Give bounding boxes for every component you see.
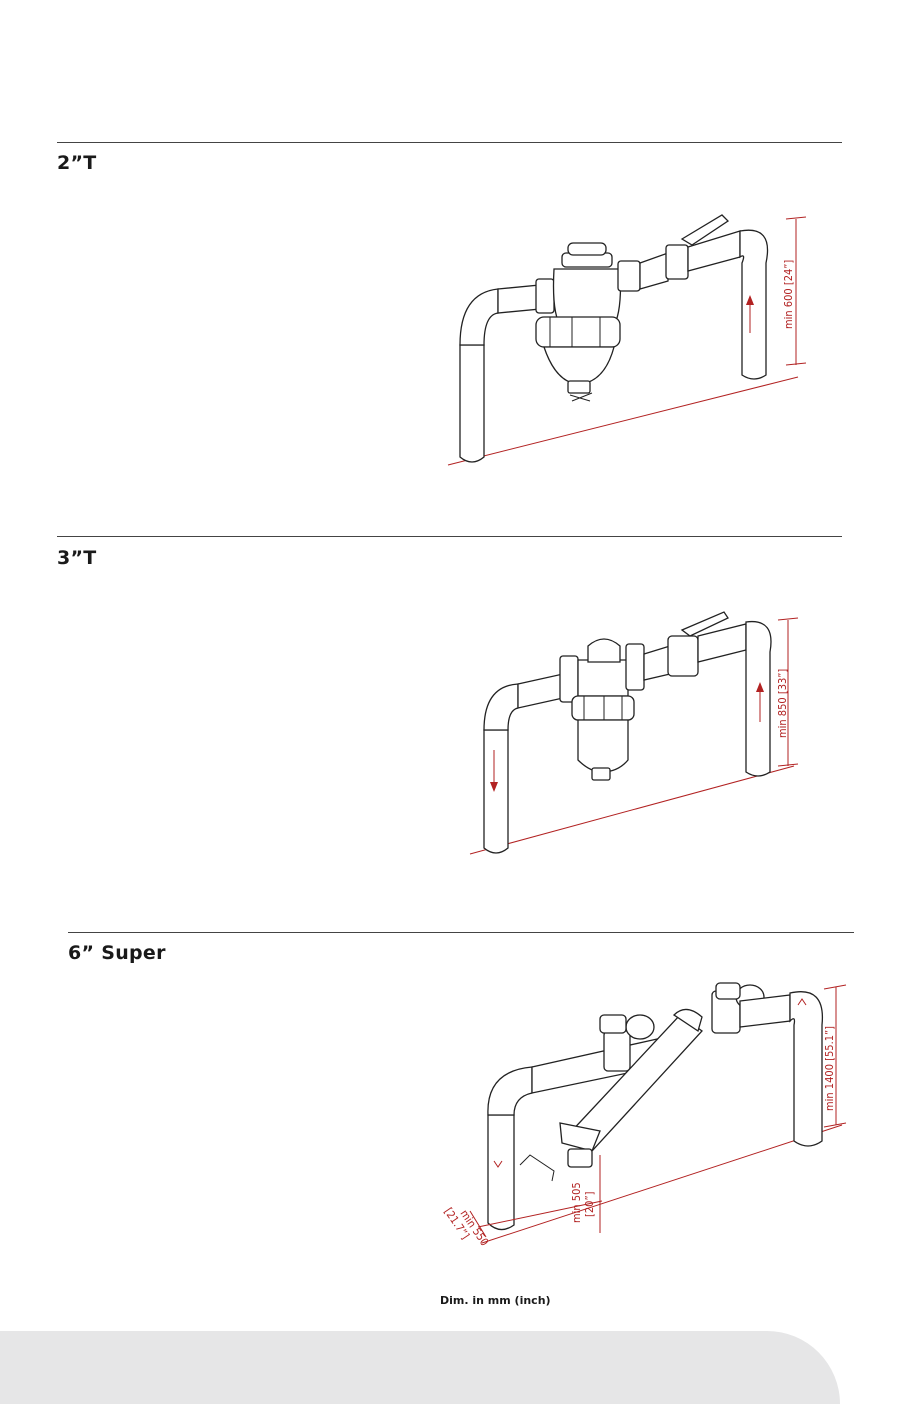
floor-dimension-line	[469, 765, 795, 855]
filter-cap	[587, 638, 621, 663]
filter-bowl	[543, 346, 615, 384]
ball-valve	[665, 244, 689, 280]
ball-valve	[667, 635, 699, 677]
left-pipe	[459, 344, 485, 463]
section-rule-3t	[57, 536, 842, 537]
valve-handle	[680, 214, 730, 246]
left-elbow	[483, 683, 519, 731]
floor-dimension-line	[447, 376, 799, 466]
right-pipe	[745, 620, 772, 777]
left-butterfly-valve	[603, 1030, 631, 1072]
clearance-dimension-label-inch: [20”]	[583, 1191, 596, 1217]
diagram-6super-installation: min 1400 [55.1”] min 505 [20”] min 550 […	[430, 975, 850, 1265]
section-title-3t: 3”T	[57, 547, 97, 569]
left-pipe	[483, 729, 509, 854]
left-elbow	[459, 288, 499, 346]
diagram-3t-installation: min 850 [33”]	[460, 600, 840, 870]
filter-clamp-ring	[571, 695, 635, 721]
flush-handle	[519, 1154, 555, 1182]
left-elbow	[487, 1066, 533, 1116]
filter-head	[577, 659, 629, 697]
dimensions-footnote: Dim. in mm (inch)	[440, 1294, 551, 1307]
filter-bowl	[577, 719, 629, 773]
section-rule-6super	[68, 932, 854, 933]
right-pipe	[789, 991, 824, 1147]
section-title-6super: 6” Super	[68, 942, 166, 964]
section-title-2t: 2”T	[57, 152, 97, 174]
valve-handle	[680, 611, 729, 637]
left-pipe	[487, 1114, 515, 1231]
footer-band	[0, 1331, 840, 1404]
clearance-dimension-label: min 505	[570, 1182, 583, 1223]
section-rule-2t	[57, 142, 842, 143]
height-dimension-label: min 1400 [55.1”]	[823, 1026, 836, 1111]
filter-housing	[552, 268, 622, 322]
filter-clamp-ring	[535, 316, 621, 348]
diagram-2t-installation: min 600 [24”]	[440, 205, 840, 475]
height-dimension-label: min 600 [24”]	[782, 260, 795, 329]
height-dimension-label: min 850 [33”]	[776, 669, 789, 738]
floor-dimension-line	[481, 1124, 843, 1244]
